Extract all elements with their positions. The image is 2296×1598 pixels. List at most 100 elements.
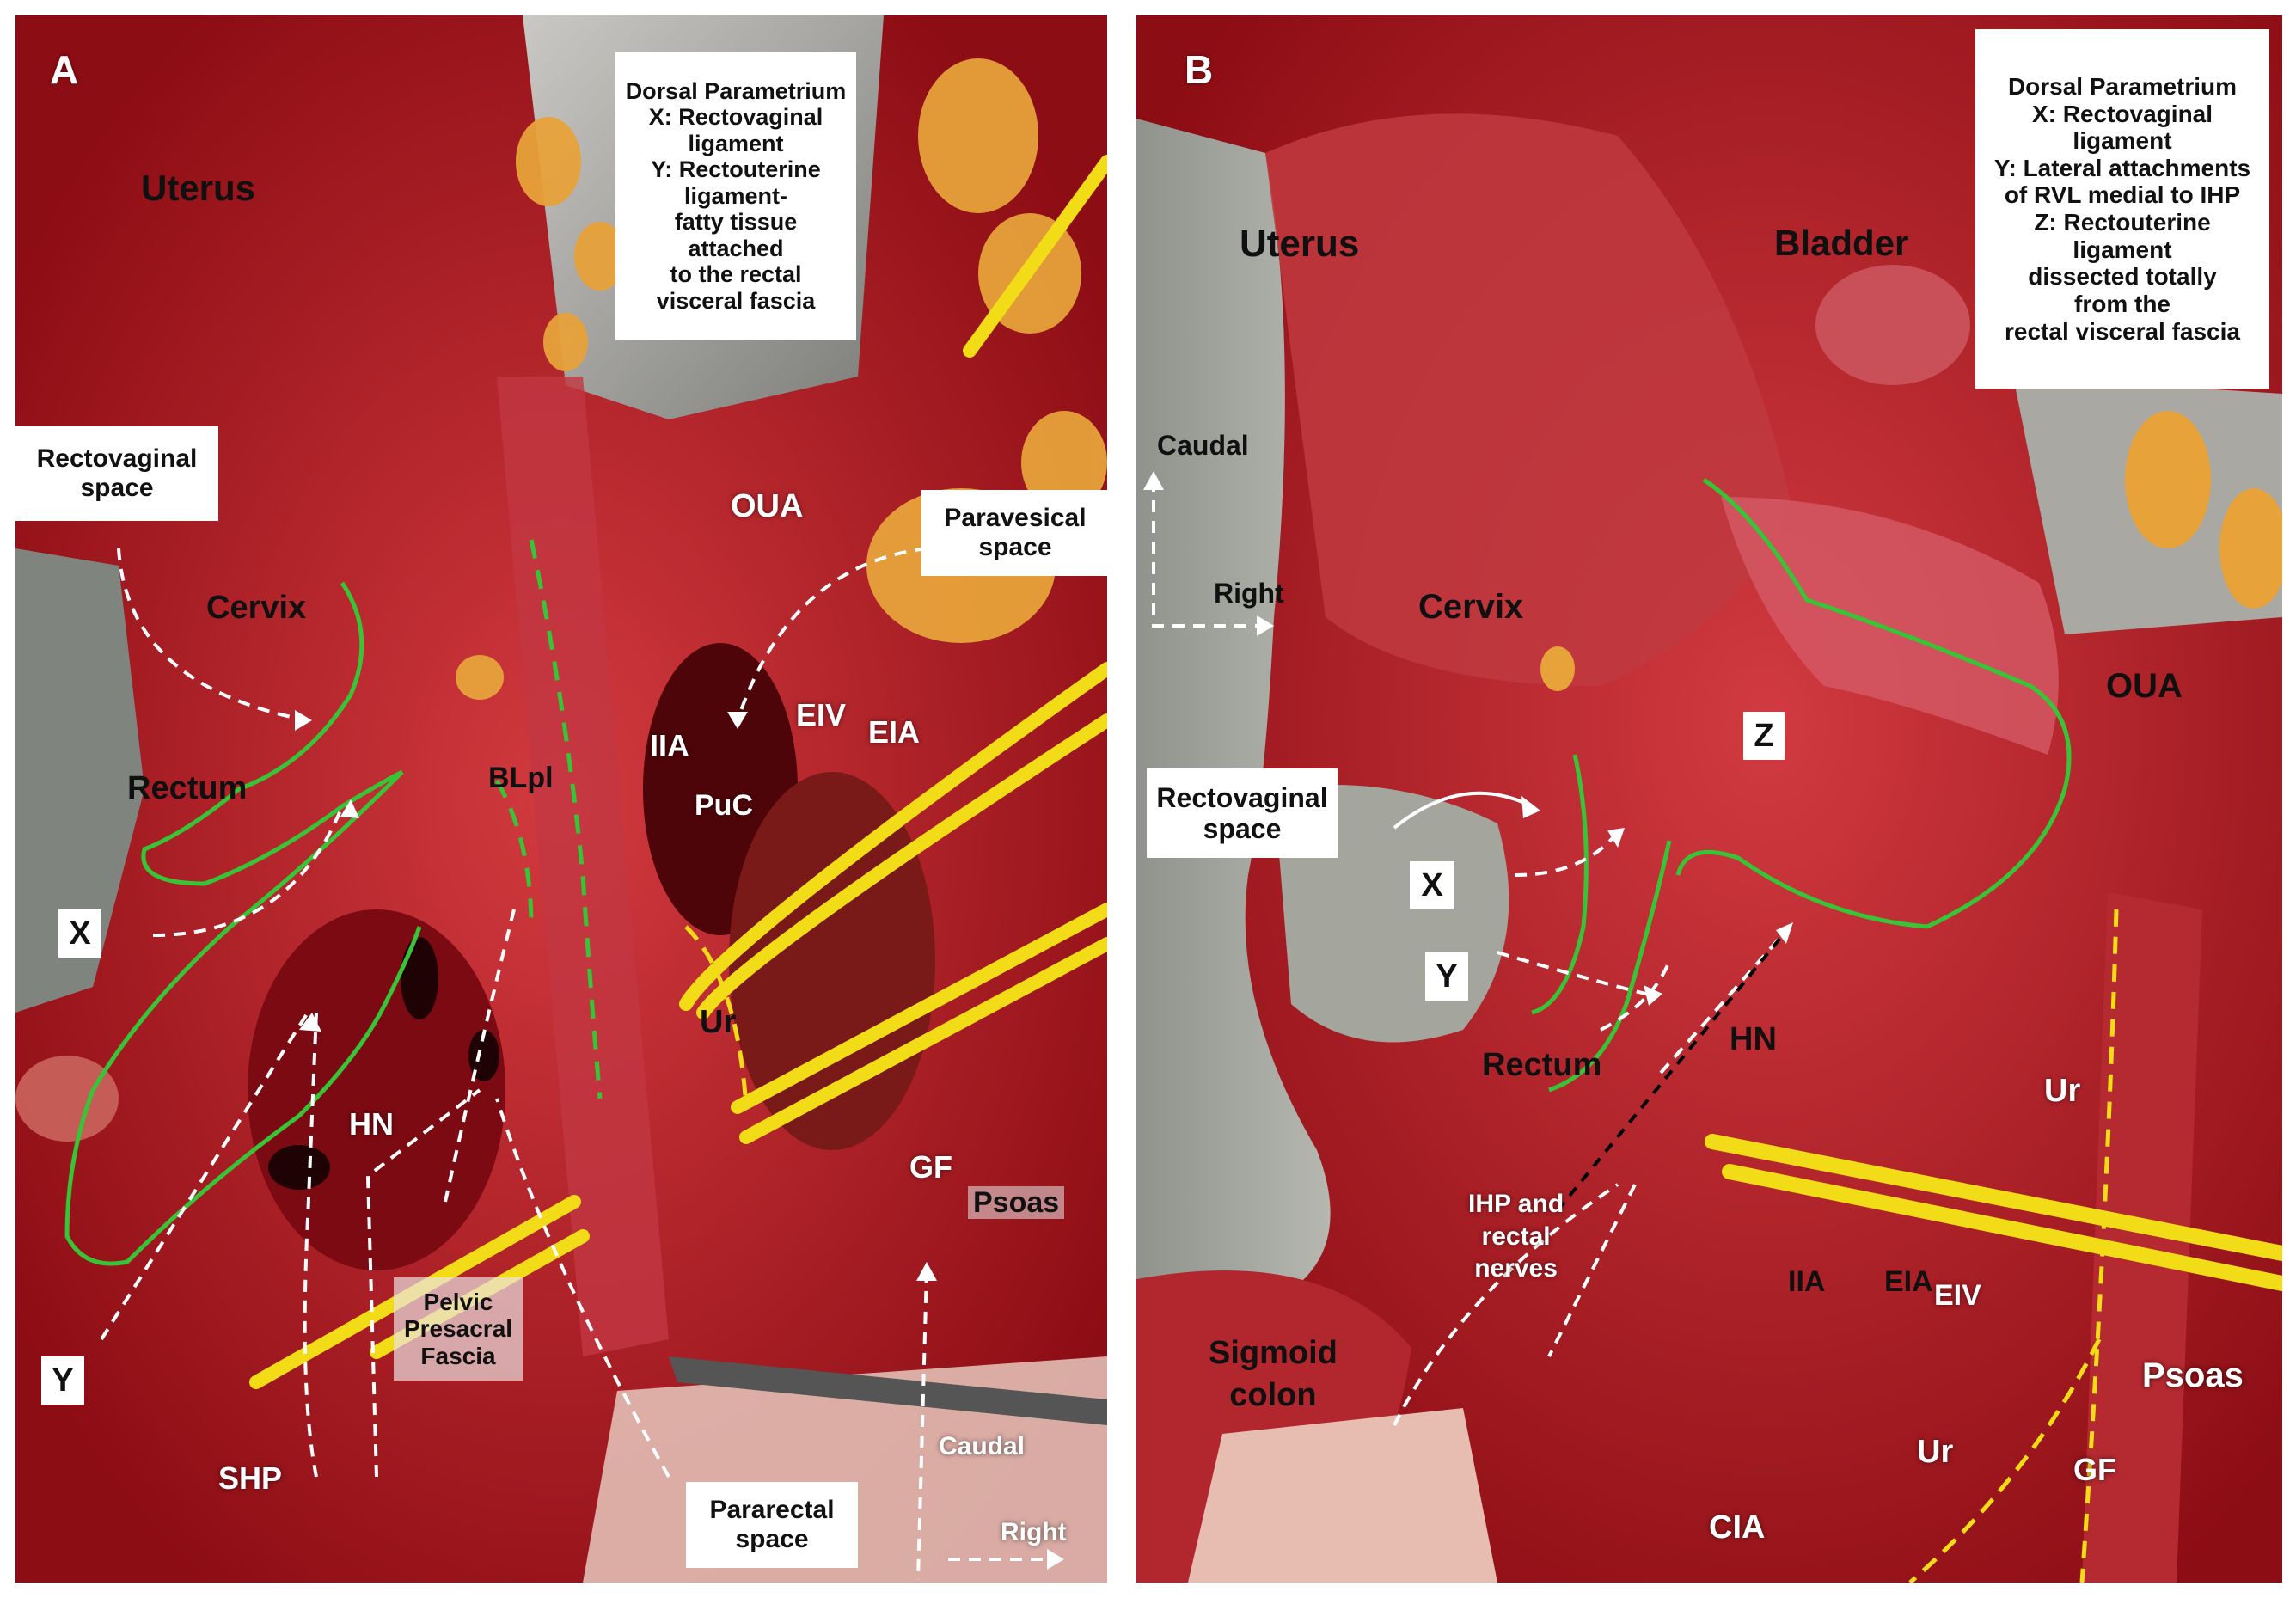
label-ur-upper: Ur [2044, 1073, 2081, 1109]
legend-y-cont: visceral fascia [656, 287, 816, 314]
label-y: Y [1425, 952, 1468, 1001]
cavity-hole [401, 937, 438, 1019]
legend-box: Dorsal Parametrium X: Rectovaginal ligam… [615, 52, 856, 340]
label-gf: GF [909, 1149, 952, 1185]
label-blpl: BLpl [488, 762, 554, 794]
rectovaginal-line2: space [80, 474, 154, 502]
legend-x: X: Rectovaginal [2031, 100, 2213, 127]
cavity-hole [268, 1145, 330, 1190]
paravesical-space-box: Paravesical space [921, 490, 1107, 576]
ureter-band [2082, 892, 2202, 1583]
panel-letter: B [1185, 47, 1214, 92]
orientation-caudal: Caudal [939, 1432, 1026, 1460]
label-oua: OUA [2106, 667, 2183, 705]
label-eiv: EIV [796, 697, 847, 732]
label-y: Y [41, 1356, 84, 1405]
broad-ligament [497, 377, 669, 1356]
pelvic-line2: Presacral [403, 1315, 513, 1343]
label-eia: EIA [868, 714, 921, 750]
label-oua: OUA [731, 488, 804, 524]
legend-title: Dorsal Parametrium [2007, 72, 2238, 100]
green-outline [1531, 477, 2072, 1093]
label-rectum: Rectum [127, 770, 248, 806]
rectovaginal-space-box: Rectovaginal space [1147, 768, 1338, 858]
arrow-heads [1143, 471, 1793, 1006]
panel-a-scene [15, 15, 1107, 1583]
label-psoas: Psoas [968, 1186, 1065, 1219]
rectovaginal-line1: Rectovaginal [1156, 781, 1328, 813]
ihp-line2: rectal [1481, 1221, 1551, 1251]
label-iia: IIA [650, 728, 690, 763]
label-hn: HN [349, 1106, 394, 1142]
ihp-line3: nerves [1474, 1254, 1558, 1283]
label-shp: SHP [218, 1460, 283, 1496]
cavity-hole [468, 1030, 499, 1081]
label-z: Z [1743, 712, 1785, 760]
paravesical-line1: Paravesical [944, 504, 1087, 533]
sigmoid-line2: colon [1229, 1377, 1317, 1414]
label-iia: IIA [1788, 1265, 1826, 1298]
pelvic-line1: Pelvic [423, 1288, 493, 1315]
vessel-loop [1705, 1134, 2282, 1291]
legend-title: Dorsal Parametrium [625, 77, 847, 104]
label-x: X [58, 909, 101, 958]
legend-y-cont: fatty tissue attached [674, 209, 798, 261]
rectovaginal-space-box: Rectovaginal space [15, 426, 218, 521]
paravesical-line2: space [978, 533, 1052, 561]
legend-z-cont: dissected totally [2028, 263, 2217, 291]
label-sigmoid-colon: Sigmoid colon [1209, 1332, 1338, 1417]
pelvic-presacral-fascia-label: Pelvic Presacral Fascia [394, 1277, 523, 1381]
legend-z-cont: ligament [2073, 236, 2172, 263]
orientation-right: Right [1214, 578, 1284, 609]
legend-y-cont: to the rectal [670, 261, 802, 288]
legend-z-cont: from the [2074, 290, 2170, 317]
uterus-body [1265, 113, 1790, 686]
label-gf: GF [2073, 1452, 2116, 1487]
yellow-dashed-line [1908, 909, 2119, 1583]
label-ur: Ur [700, 1004, 737, 1040]
white-dashed-arrows [1152, 480, 1791, 1426]
panel-b-photo: B Dorsal Parametrium X: Rectovaginal lig… [1136, 15, 2282, 1583]
legend-z-cont: rectal visceral fascia [2005, 317, 2240, 345]
orientation-right: Right [1001, 1518, 1067, 1546]
label-eia: EIA [1884, 1265, 1933, 1298]
legend-x-cont: ligament [2073, 127, 2172, 155]
pararectal-line2: space [735, 1525, 809, 1553]
legend-box: Dorsal Parametrium X: Rectovaginal ligam… [1975, 29, 2269, 389]
glove-left [15, 548, 144, 1013]
rectouterine-ligament [1721, 497, 2059, 755]
label-hn: HN [1730, 1021, 1777, 1057]
legend-y: Y: Lateral attachments [1993, 154, 2251, 181]
label-cervix: Cervix [1418, 588, 1524, 626]
legend-z: Z: Rectouterine [2034, 209, 2211, 236]
pararectal-space-box: Pararectal space [686, 1482, 858, 1568]
gauze [1188, 1408, 1497, 1583]
pelvic-line3: Fascia [420, 1342, 496, 1369]
legend-y-cont: of RVL medial to IHP [2004, 181, 2241, 209]
black-dashed-arrow [1556, 925, 1791, 1212]
label-ur-lower: Ur [1917, 1434, 1954, 1470]
label-cervix: Cervix [206, 590, 307, 626]
forceps [669, 1356, 1107, 1425]
label-puc: PuC [695, 789, 753, 822]
rectovaginal-line1: Rectovaginal [36, 444, 198, 474]
label-rectum: Rectum [1482, 1047, 1602, 1083]
ihp-line1: IHP and [1468, 1190, 1564, 1218]
legend-y: Y: Rectouterine [651, 156, 821, 183]
label-uterus: Uterus [141, 168, 256, 208]
rectovaginal-line2: space [1203, 813, 1282, 844]
green-dashed-line [494, 539, 603, 1099]
glove-left [1136, 119, 1331, 1322]
pararectal-line1: Pararectal [709, 1496, 835, 1525]
legend-x-cont: ligament [688, 130, 784, 156]
panel-a-photo: A Dorsal Parametrium X: Rectovaginal lig… [15, 15, 1107, 1583]
orientation-caudal: Caudal [1157, 430, 1249, 461]
green-outline [64, 581, 422, 1266]
legend-x: X: Rectovaginal [648, 104, 823, 131]
label-x: X [1410, 861, 1454, 909]
label-bladder: Bladder [1774, 223, 1909, 263]
label-uterus: Uterus [1240, 223, 1360, 265]
fat-lobules [1540, 265, 2282, 691]
panel-letter: A [50, 47, 79, 92]
pararectal-cavity [248, 909, 505, 1270]
